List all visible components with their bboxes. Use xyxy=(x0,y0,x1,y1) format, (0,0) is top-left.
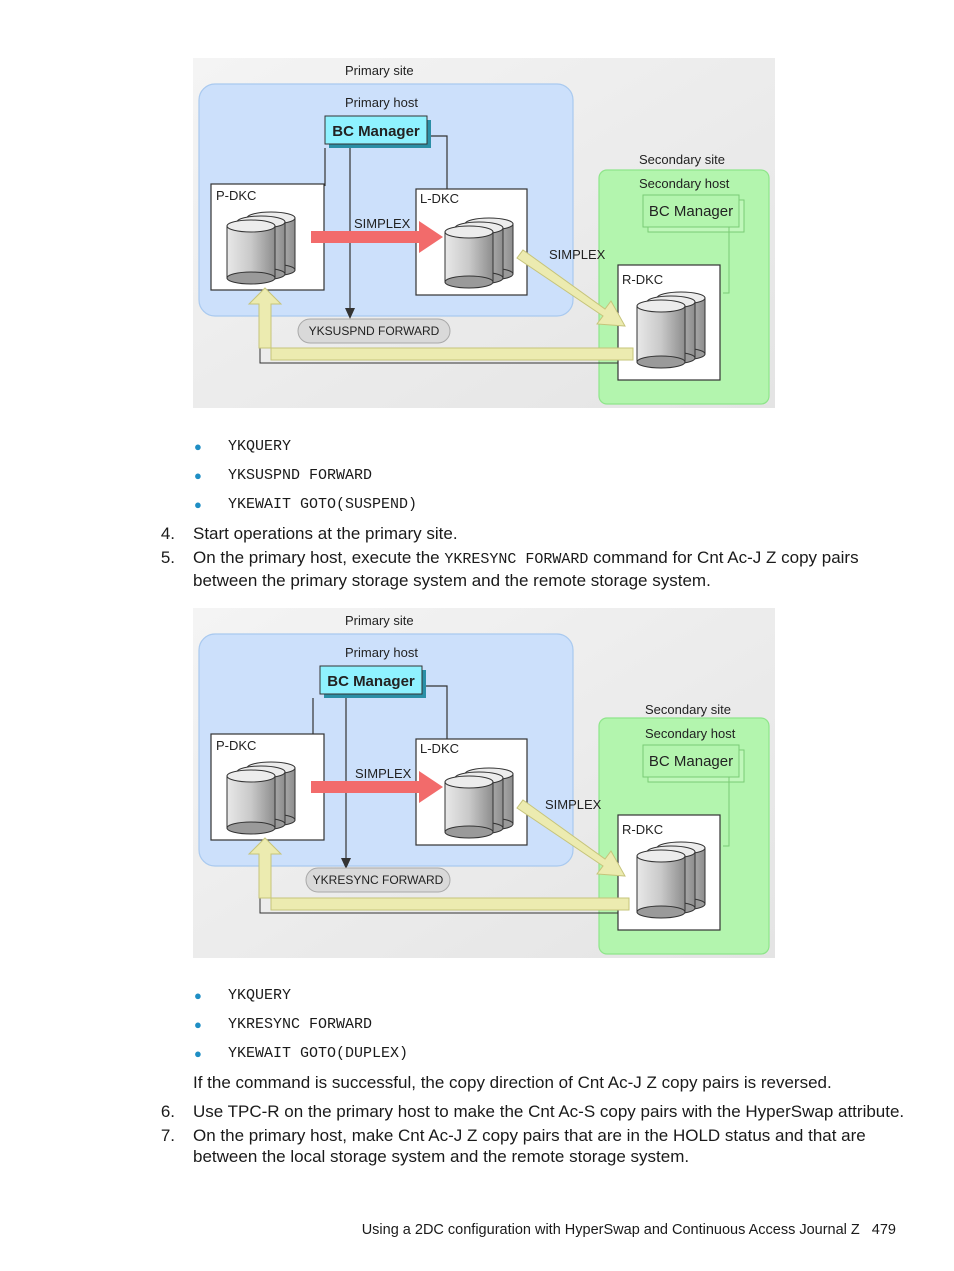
step-4-number: 4. xyxy=(160,524,175,543)
bc-manager-primary-box xyxy=(319,665,423,695)
step-5-text-a: On the primary host, execute the xyxy=(193,548,445,567)
command-text: YKQUERY xyxy=(228,987,292,1004)
page-number: 479 xyxy=(871,1222,896,1238)
command-text: YKEWAIT GOTO(SUSPEND) xyxy=(228,496,418,513)
command-list-resync: ● YKQUERY ● YKRESYNC FORWARD ● YKEWAIT GOTO… xyxy=(193,986,408,1073)
step-7-text-b: between the local storage system and the… xyxy=(193,1147,690,1166)
l-dkc-volumes-icon xyxy=(444,767,514,839)
page-footer: Using a 2DC configuration with HyperSwap… xyxy=(362,1222,896,1238)
bc-manager-secondary-box xyxy=(642,744,740,778)
command-text: YKQUERY xyxy=(228,438,292,455)
l-to-r-copy-arrow xyxy=(516,799,626,877)
l-dkc-label: L-DKC xyxy=(420,741,459,756)
command-arrowhead xyxy=(341,858,351,869)
list-item: ● YKQUERY xyxy=(193,437,417,466)
result-text: If the command is successful, the copy d… xyxy=(193,1073,832,1092)
command-arrowhead xyxy=(345,308,355,319)
bc-manager-primary-label: BC Manager xyxy=(332,123,420,140)
diagram-resync: Primary site Primary host BC Manager Sec… xyxy=(193,608,775,958)
secondary-bc-connector xyxy=(723,226,739,294)
secondary-site-label: Secondary site xyxy=(645,702,731,717)
secondary-host-label: Secondary host xyxy=(639,176,730,191)
p-to-l-copy-arrow xyxy=(311,771,443,803)
r-dkc-volumes-icon xyxy=(636,291,706,369)
command-pill xyxy=(305,867,451,893)
bc-manager-secondary-label: BC Manager xyxy=(649,203,733,220)
bullet-icon: ● xyxy=(194,988,202,1003)
r-to-p-return-arrow xyxy=(247,837,630,911)
bc-manager-secondary-label: BC Manager xyxy=(649,753,733,770)
r-dkc-label: R-DKC xyxy=(622,822,663,837)
bullet-icon: ● xyxy=(194,468,202,483)
bullet-icon: ● xyxy=(194,1017,202,1032)
r-dkc-volumes-icon xyxy=(636,841,706,919)
step-5-number: 5. xyxy=(160,548,175,567)
diagram-suspend-svg: Primary site Primary host BC Manager Sec… xyxy=(193,58,775,408)
bc-to-ldkc-line xyxy=(425,685,448,740)
command-text: YKEWAIT GOTO(DUPLEX) xyxy=(228,1045,409,1062)
bullet-icon: ● xyxy=(194,1046,202,1061)
primary-host-label: Primary host xyxy=(345,645,418,660)
step-5-text-c: between the primary storage system and t… xyxy=(193,571,711,590)
step-7-text-a: On the primary host, make Cnt Ac-J Z cop… xyxy=(193,1126,866,1145)
primary-host-label: Primary host xyxy=(345,95,418,110)
bc-manager-secondary-box xyxy=(642,194,740,228)
step-5-code: YKRESYNC FORWARD xyxy=(444,551,589,568)
l-to-r-copy-arrow xyxy=(516,249,626,327)
secondary-bc-connector xyxy=(723,776,739,847)
diagram-suspend: Primary site Primary host BC Manager Sec… xyxy=(193,58,775,408)
bc-manager-primary-label: BC Manager xyxy=(327,673,415,690)
secondary-host-label: Secondary host xyxy=(645,726,736,741)
diagram-resync-svg: Primary site Primary host BC Manager Sec… xyxy=(193,608,775,958)
footer-title: Using a 2DC configuration with HyperSwap… xyxy=(361,1222,860,1238)
command-label: YKSUSPND FORWARD xyxy=(309,324,440,338)
simplex-label-1: SIMPLEX xyxy=(354,216,411,231)
list-item: ● YKRESYNC FORWARD xyxy=(193,1015,408,1044)
r-to-p-return-arrow xyxy=(247,287,634,361)
step-7-number: 7. xyxy=(160,1126,175,1145)
simplex-label-2: SIMPLEX xyxy=(545,797,602,812)
r-dkc-label: R-DKC xyxy=(622,272,663,287)
command-list-suspend: ● YKQUERY ● YKSUSPND FORWARD ● YKEWAIT GOTO… xyxy=(193,437,417,524)
step-6-number: 6. xyxy=(160,1102,175,1121)
p-to-l-copy-arrow xyxy=(311,221,443,253)
simplex-label-2: SIMPLEX xyxy=(549,247,606,262)
l-dkc-volumes-icon xyxy=(444,217,514,289)
command-text: YKSUSPND FORWARD xyxy=(228,467,373,484)
step-6-text: Use TPC-R on the primary host to make th… xyxy=(193,1102,905,1121)
primary-site-label: Primary site xyxy=(345,63,414,78)
step-4-text: Start operations at the primary site. xyxy=(193,524,458,543)
bc-to-ldkc-line xyxy=(430,135,448,190)
step-5-text-b: command for Cnt Ac-J Z copy pairs xyxy=(588,548,859,567)
command-label: YKRESYNC FORWARD xyxy=(313,873,444,887)
secondary-site-label: Secondary site xyxy=(639,152,725,167)
step-5-text: On the primary host, execute the YKRESYN… xyxy=(193,547,903,591)
list-item: ● YKQUERY xyxy=(193,986,408,1015)
step-7-text: On the primary host, make Cnt Ac-J Z cop… xyxy=(193,1125,903,1167)
primary-site-label: Primary site xyxy=(345,613,414,628)
p-dkc-label: P-DKC xyxy=(216,188,256,203)
bullet-icon: ● xyxy=(194,439,202,454)
list-item: ● YKSUSPND FORWARD xyxy=(193,466,417,495)
p-dkc-volumes-icon xyxy=(226,761,296,835)
l-dkc-label: L-DKC xyxy=(420,191,459,206)
p-dkc-volumes-icon xyxy=(226,211,296,285)
command-pill xyxy=(297,318,451,344)
bc-manager-primary-box xyxy=(324,115,428,145)
list-item: ● YKEWAIT GOTO(SUSPEND) xyxy=(193,495,417,524)
p-dkc-label: P-DKC xyxy=(216,738,256,753)
list-item: ● YKEWAIT GOTO(DUPLEX) xyxy=(193,1044,408,1073)
bullet-icon: ● xyxy=(194,497,202,512)
command-text: YKRESYNC FORWARD xyxy=(228,1016,373,1033)
simplex-label-1: SIMPLEX xyxy=(355,766,412,781)
